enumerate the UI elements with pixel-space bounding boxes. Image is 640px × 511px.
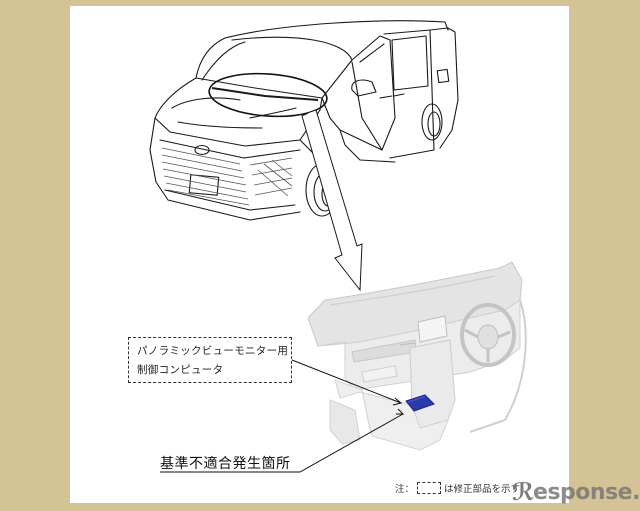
response-watermark: ℛ esponse. [512,478,640,506]
note-suffix: は修正部品を示す [444,484,521,495]
leader-lines [160,359,405,473]
response-logo-icon: ℛ [512,478,535,506]
callout-line-1: パノラミックビューモニター用 [137,345,289,357]
watermark-text: esponse. [533,479,640,505]
callout-line-2: 制御コンピュータ [137,364,224,376]
part-callout-box: パノラミックビューモニター用 制御コンピュータ [128,337,292,383]
highlight-ellipse [208,72,328,118]
defect-location-label: 基準不適合発生箇所 [160,456,291,472]
dashed-box-legend-icon [417,482,442,494]
pointer-arrow [301,109,363,292]
document-page [70,6,569,503]
note-prefix: 注： [395,484,415,495]
rear-wheel [421,103,443,141]
control-computer-part [405,394,435,412]
dashboard-illustration [307,261,527,451]
wiper-cowl [211,87,319,101]
legend-note: 注： は修正部品を示す [395,481,520,495]
grille-slats [161,147,293,206]
